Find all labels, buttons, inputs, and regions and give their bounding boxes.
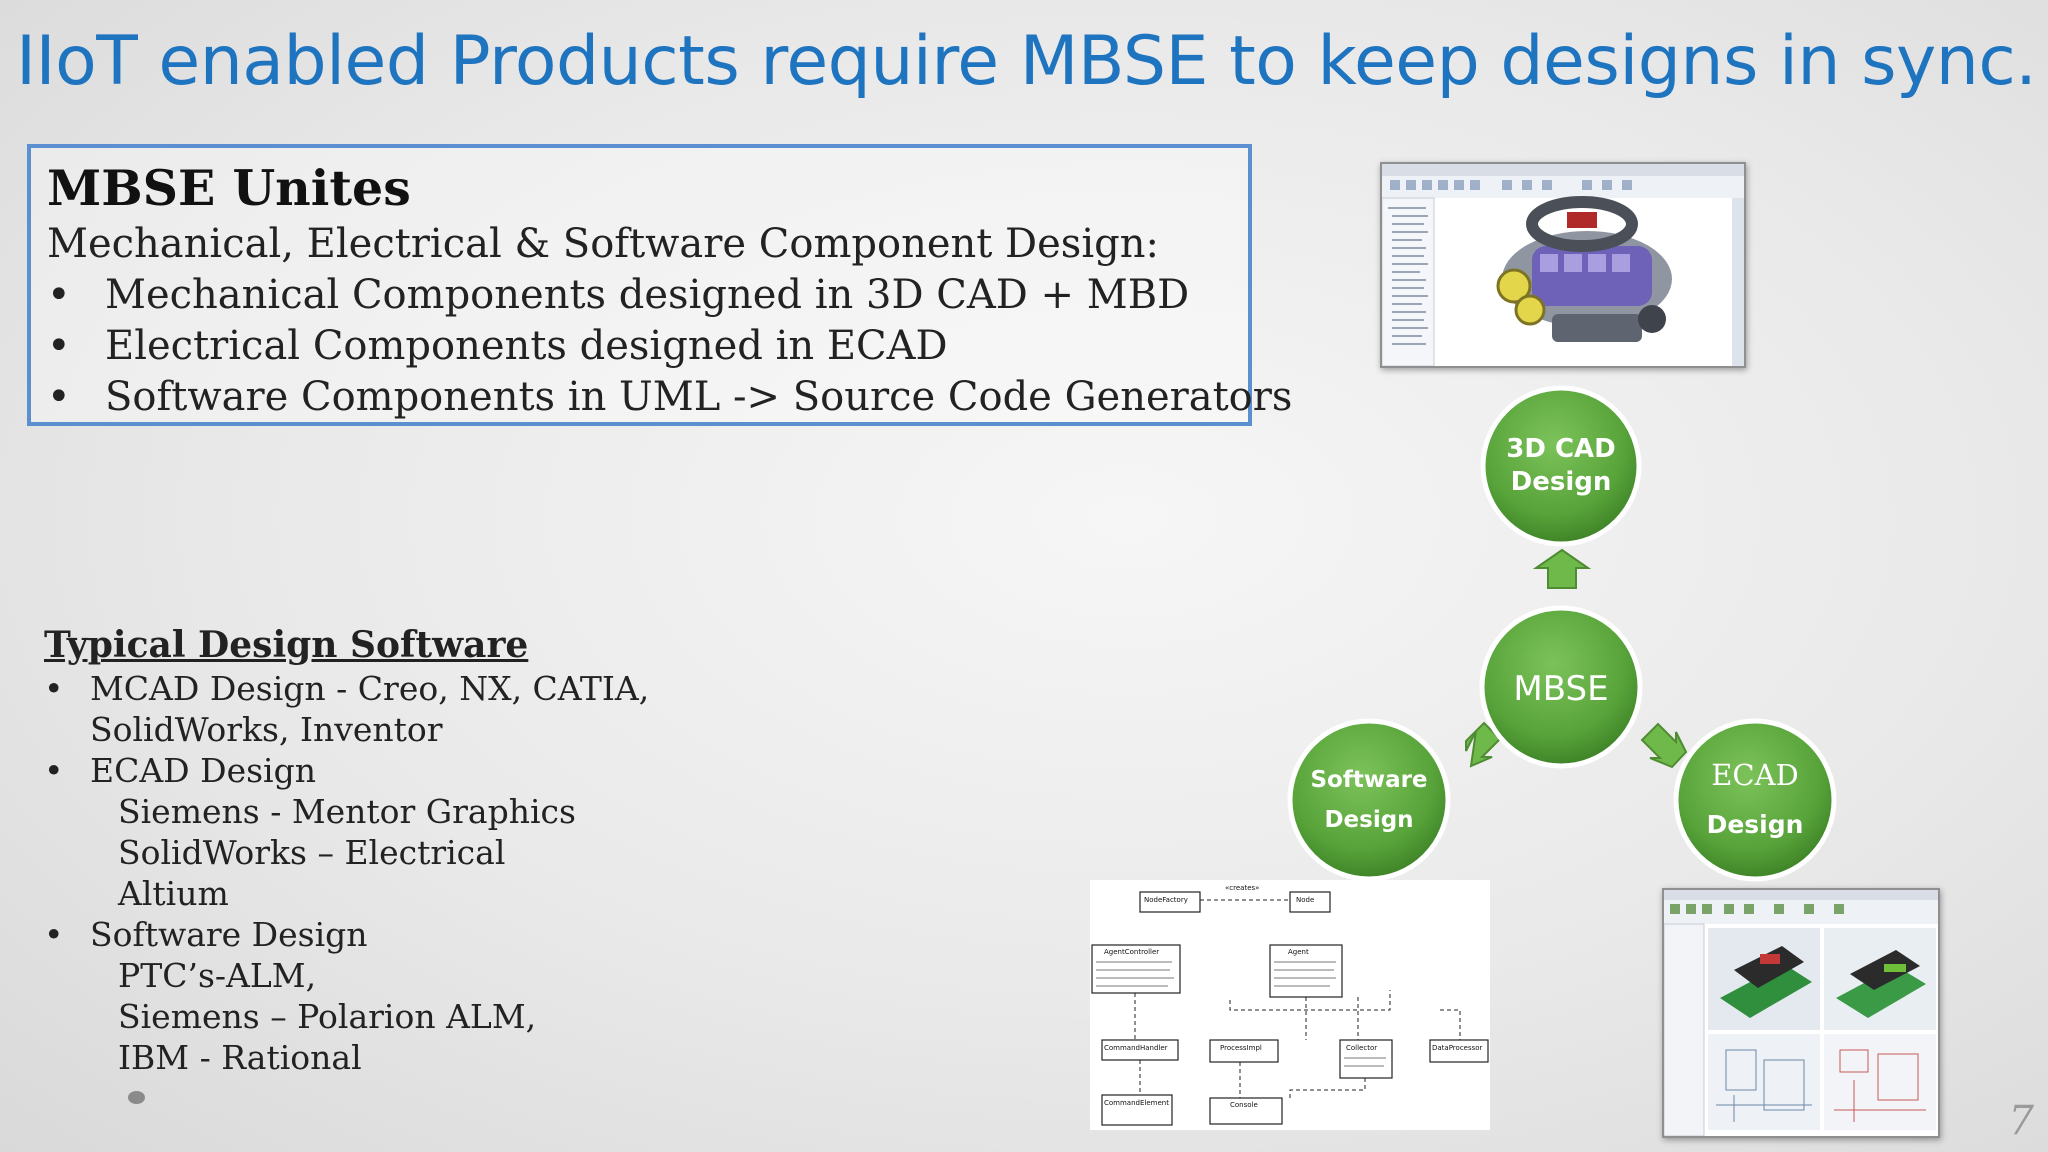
circle-mbse: MBSE xyxy=(1479,605,1643,769)
bullet-mechanical: Mechanical Components designed in 3D CAD… xyxy=(47,270,1232,321)
software-heading: Typical Design Software xyxy=(44,624,529,666)
uml-class-name: NodeFactory xyxy=(1144,896,1188,904)
bullet-software: Software Components in UML -> Source Cod… xyxy=(47,372,1292,423)
uml-class-name: Node xyxy=(1296,896,1314,904)
typical-design-software: Typical Design Software MCAD Design - Cr… xyxy=(44,622,704,1078)
arrow-up-icon xyxy=(1532,548,1592,589)
3d-cad-line-2: Design xyxy=(1511,467,1612,497)
bullet-dot xyxy=(128,1091,145,1104)
unites-heading: MBSE Unites xyxy=(47,159,411,217)
circle-software-design: Software Design xyxy=(1287,718,1451,882)
software-line-1: Software xyxy=(1310,767,1427,793)
bullet-electrical: Electrical Components designed in ECAD xyxy=(47,321,1232,372)
mbse-unites-box: MBSE Unites Mechanical, Electrical & Sof… xyxy=(27,144,1292,426)
cad-screenshot xyxy=(1380,162,1746,368)
circle-3d-cad: 3D CAD Design xyxy=(1480,385,1642,547)
ecad-label: ECAD Design xyxy=(90,751,316,790)
mcad-line-1: MCAD Design - Creo, NX, CATIA, xyxy=(90,669,650,708)
sw-vendor: IBM - Rational xyxy=(118,1038,362,1077)
sw-vendor: Siemens – Polarion ALM, xyxy=(118,997,537,1036)
software-line-2: Design xyxy=(1324,807,1413,833)
uml-class-name: Console xyxy=(1230,1101,1258,1109)
mcad-item: MCAD Design - Creo, NX, CATIA, SolidWork… xyxy=(44,668,704,750)
page-number: 7 xyxy=(2008,1098,2034,1144)
uml-class-name: ProcessImpl xyxy=(1220,1044,1262,1052)
uml-class-diagram: NodeFactory Node AgentController Agent C… xyxy=(1090,880,1490,1130)
uml-stereotype: «creates» xyxy=(1225,884,1259,892)
sw-item: Software Design PTC’s-ALM, Siemens – Pol… xyxy=(44,914,704,1078)
mbse-center-label: MBSE xyxy=(1513,669,1608,709)
uml-class-name: Agent xyxy=(1288,948,1309,956)
ecad-vendor: SolidWorks – Electrical xyxy=(118,833,506,872)
ecad-vendor: Altium xyxy=(118,874,229,913)
uml-diagram-art: NodeFactory Node AgentController Agent C… xyxy=(1090,880,1490,1130)
uml-class-name: Collector xyxy=(1346,1044,1377,1052)
ecad-line-2: Design xyxy=(1707,810,1804,839)
3d-cad-line-1: 3D CAD xyxy=(1506,434,1616,464)
uml-class-name: AgentController xyxy=(1104,948,1159,956)
ecad-screenshot xyxy=(1662,888,1940,1138)
unites-bullet-list: Mechanical Components designed in 3D CAD… xyxy=(47,270,1292,423)
uml-class-name: CommandElement xyxy=(1104,1099,1169,1107)
sw-label: Software Design xyxy=(90,915,368,954)
ecad-item: ECAD Design Siemens - Mentor Graphics So… xyxy=(44,750,704,914)
uml-class-name: CommandHandler xyxy=(1104,1044,1168,1052)
slide-title: IIoT enabled Products require MBSE to ke… xyxy=(16,22,2037,101)
sw-vendor: PTC’s-ALM, xyxy=(118,956,317,995)
mcad-line-2: SolidWorks, Inventor xyxy=(90,710,443,749)
arrow-down-right-icon xyxy=(1640,722,1688,769)
unites-subheading: Mechanical, Electrical & Software Compon… xyxy=(47,221,1159,267)
ecad-line-1: ECAD xyxy=(1711,758,1799,792)
cad-screenshot-art xyxy=(1382,164,1744,366)
uml-class-name: DataProcessor xyxy=(1432,1044,1483,1052)
circle-ecad-design: ECAD Design xyxy=(1673,718,1837,882)
software-bullet-list: MCAD Design - Creo, NX, CATIA, SolidWork… xyxy=(44,668,704,1078)
ecad-screenshot-art xyxy=(1664,890,1938,1136)
ecad-vendor: Siemens - Mentor Graphics xyxy=(118,792,576,831)
arrow-down-left-icon xyxy=(1465,721,1502,768)
